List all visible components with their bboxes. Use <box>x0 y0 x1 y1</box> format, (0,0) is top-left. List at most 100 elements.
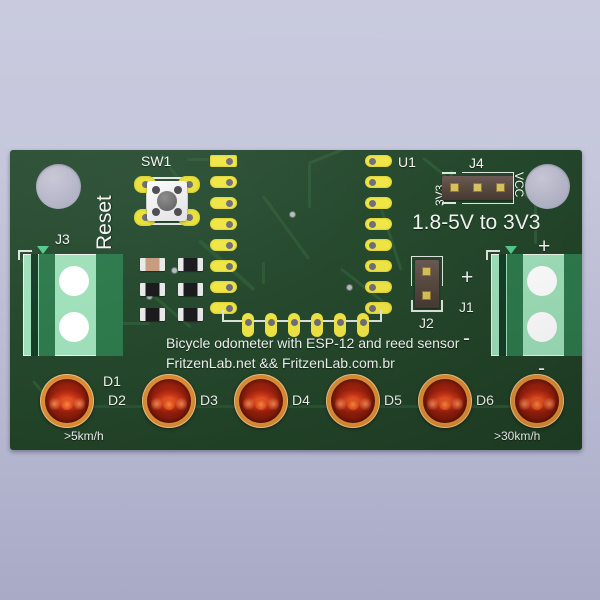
led-d2-glint-left <box>151 395 162 412</box>
led-d4 <box>326 374 380 428</box>
j4-pin-2[interactable] <box>473 183 482 192</box>
silk-title-line-1: Bicycle odometer with ESP-12 and reed se… <box>166 335 460 351</box>
via <box>347 285 352 290</box>
led-d3 <box>234 374 288 428</box>
esp12-right-pad-7 <box>365 281 392 293</box>
sw1-post-tr <box>174 186 182 194</box>
esp12-silk-outline-right <box>380 310 382 322</box>
via <box>290 212 295 217</box>
smd-part-1 <box>140 258 165 271</box>
led-d6-glint-right <box>544 395 555 412</box>
sw1-post-bl <box>152 208 160 216</box>
led-d6 <box>510 374 564 428</box>
j2-silk-tick-c <box>411 310 443 312</box>
j2-pin-2[interactable] <box>422 291 431 300</box>
j1-screw-bottom[interactable] <box>527 312 557 342</box>
silk-u1-ref: U1 <box>398 154 416 170</box>
led-d4-core <box>347 399 359 411</box>
sw1-silk-right <box>186 186 188 216</box>
silk-j1-plus-inner: + <box>461 266 474 289</box>
trace-segment <box>262 262 265 284</box>
j1-band-right <box>564 254 582 356</box>
via <box>172 268 177 273</box>
pin-header-j4[interactable] <box>442 176 514 200</box>
silk-j1-ref: J1 <box>459 299 474 315</box>
silk-j3-ref: J3 <box>55 231 70 247</box>
led-d4-glint-right <box>360 395 371 412</box>
esp12-bottom-pad-4 <box>311 313 323 337</box>
j3-screw-top[interactable] <box>59 266 89 296</box>
j2-silk-tick-b <box>441 300 443 312</box>
esp12-left-pad-1 <box>210 155 237 167</box>
j2-pin-1[interactable] <box>422 267 431 276</box>
led-d1-glint-left <box>49 395 60 412</box>
led-d5-glint-right <box>452 395 463 412</box>
j3-silk-corner-h <box>18 250 32 252</box>
silk-led-ref-d1: D1 <box>103 373 121 389</box>
esp12-left-pad-7 <box>210 281 237 293</box>
sw1-body[interactable] <box>147 181 187 221</box>
terminal-block-j3[interactable] <box>23 254 123 356</box>
j1-silk-corner-v <box>486 250 488 260</box>
esp12-silk-outline-left <box>222 310 224 322</box>
j4-pin-3[interactable] <box>496 183 505 192</box>
silk-led-speed-max: >30km/h <box>494 429 541 443</box>
esp12-bottom-pad-3 <box>288 313 300 337</box>
silk-sw1-ref: SW1 <box>141 153 172 169</box>
led-d3-core <box>255 399 267 411</box>
silk-led-speed-min: >5km/h <box>64 429 104 443</box>
led-d2-core <box>163 399 175 411</box>
esp12-right-pad-8 <box>365 302 392 314</box>
sw1-post-br <box>174 208 182 216</box>
pin-header-j2[interactable] <box>415 260 439 308</box>
j4-pin-1[interactable] <box>450 183 459 192</box>
silk-led-ref-d5: D5 <box>384 392 402 408</box>
silk-j1-minus-bottom: - <box>538 357 545 380</box>
j3-slot <box>31 254 38 356</box>
tact-switch-sw1[interactable] <box>134 172 200 230</box>
silk-led-ref-d3: D3 <box>200 392 218 408</box>
sw1-post-tl <box>152 186 160 194</box>
j2-silk-tick-a <box>411 300 413 312</box>
silk-reset-label: Reset <box>93 195 116 250</box>
pcb-board: Reset SW1 <box>10 150 582 450</box>
trace-segment <box>187 158 209 161</box>
esp12-left-pad-2 <box>210 176 237 188</box>
sw1-silk-top <box>148 177 186 179</box>
led-d1-glint-right <box>74 395 85 412</box>
trace-segment <box>534 202 537 244</box>
led-d5-glint-left <box>427 395 438 412</box>
mounting-hole-right <box>525 164 570 209</box>
j1-slot <box>499 254 506 356</box>
j3-silk-corner-v <box>18 250 20 260</box>
esp12-left-pad-3 <box>210 197 237 209</box>
silk-j1-minus-inner: - <box>463 327 470 350</box>
smd-part-5 <box>140 308 165 321</box>
trace-segment <box>262 195 311 261</box>
j3-polarity-marker <box>37 246 49 254</box>
led-d5-core <box>439 399 451 411</box>
smd-part-4 <box>178 283 203 296</box>
esp12-bottom-pad-1 <box>242 313 254 337</box>
j1-screw-top[interactable] <box>527 266 557 296</box>
j3-band-right <box>96 254 123 356</box>
led-d3-glint-left <box>243 395 254 412</box>
sw1-actuator-button[interactable] <box>157 191 177 211</box>
j4-silk-outline <box>462 172 514 204</box>
esp12-left-pad-6 <box>210 260 237 272</box>
j4-silk-tick-left <box>442 172 456 174</box>
silk-led-ref-d2: D2 <box>108 392 126 408</box>
esp12-right-pad-2 <box>365 176 392 188</box>
terminal-block-j1[interactable] <box>491 254 582 356</box>
trace-segment <box>308 164 311 208</box>
j1-polarity-marker <box>505 246 517 254</box>
j1-band-left <box>507 254 523 356</box>
silk-led-ref-d4: D4 <box>292 392 310 408</box>
esp12-right-pad-3 <box>365 197 392 209</box>
j3-screw-bottom[interactable] <box>59 312 89 342</box>
j4-silk-tick-left-b <box>442 202 456 204</box>
esp12-right-pad-5 <box>365 239 392 251</box>
silk-j4-pin-vcc: VCC <box>512 172 526 198</box>
led-d1 <box>40 374 94 428</box>
